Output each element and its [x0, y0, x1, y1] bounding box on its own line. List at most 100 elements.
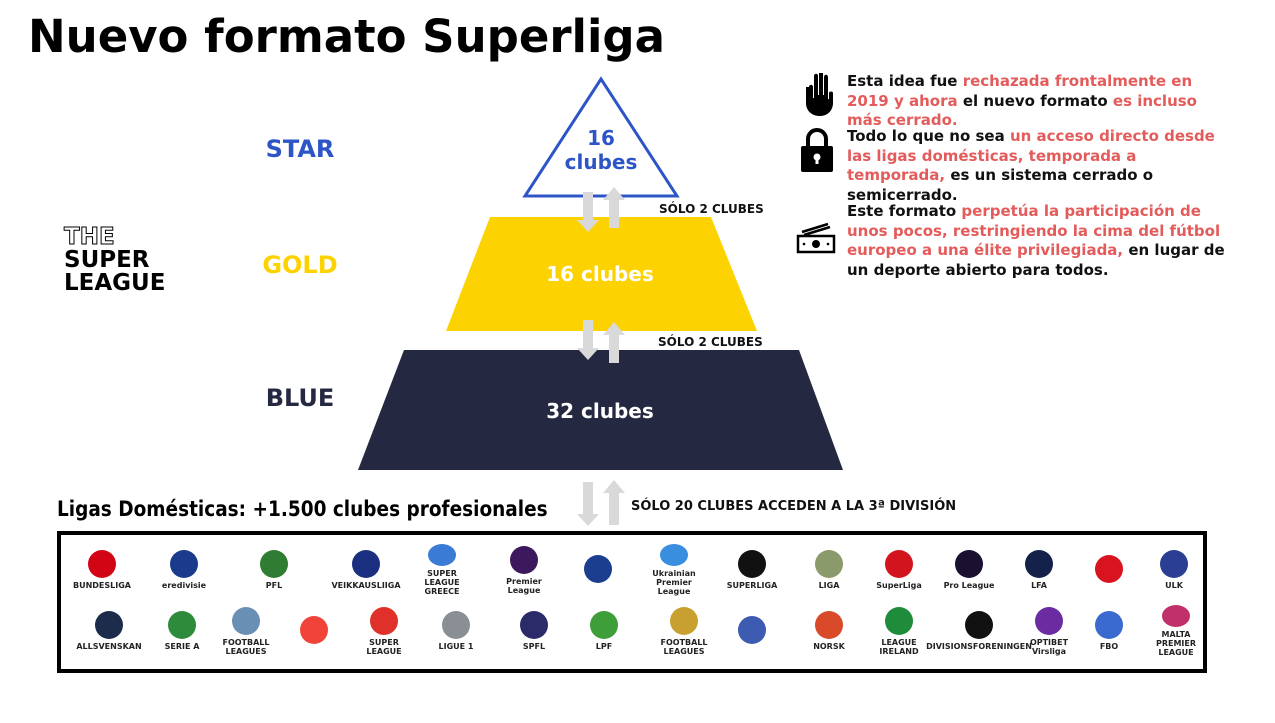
league-name: ALLSVENSKAN — [76, 642, 142, 651]
league-emblem-icon — [170, 550, 198, 578]
league-logo: SUPER LEAGUE GREECE — [409, 544, 475, 596]
league-logo: SPFL — [501, 605, 567, 657]
league-emblem-icon — [300, 615, 328, 644]
star-tier — [522, 76, 680, 198]
league-name: LFA — [1031, 581, 1047, 590]
league-name: ULK — [1165, 581, 1183, 590]
league-emblem-icon — [428, 544, 456, 566]
logo-text: LEAGUE — [64, 270, 166, 296]
league-emblem-icon — [1095, 554, 1123, 583]
league-logo: ALLSVENSKAN — [76, 605, 142, 657]
league-logo: LIGUE 1 — [423, 605, 489, 657]
text: es un sistema cerrado o semicerrado. — [847, 166, 1154, 204]
league-logo: Ukrainian Premier League — [641, 544, 707, 596]
league-name: eredivisie — [161, 581, 207, 590]
league-logo: Premier League — [491, 544, 557, 596]
league-logo: BUNDESLIGA — [69, 544, 135, 596]
text: Este formato — [847, 202, 962, 220]
league-name: SUPER LEAGUE — [366, 637, 402, 656]
league-emblem-icon — [590, 611, 618, 639]
tier-label-gold: GOLD — [262, 251, 338, 279]
gold-tier — [446, 217, 757, 331]
league-emblem-icon — [232, 606, 260, 635]
league-logo: VEIKKAUSLIIGA — [331, 544, 401, 596]
league-name: FOOTBALL LEAGUES — [660, 637, 708, 656]
league-logo: SuperLiga — [866, 544, 932, 596]
text: Esta idea fue — [847, 72, 963, 90]
league-name: Premier League — [506, 576, 542, 595]
text: Todo lo que no sea — [847, 127, 1010, 145]
tier-label-blue: BLUE — [265, 384, 335, 412]
highlight: es incluso más cerrado. — [847, 91, 1197, 130]
league-name: FOOTBALL LEAGUES — [222, 637, 270, 656]
league-logo: FOOTBALL LEAGUES — [651, 605, 717, 657]
super-league-logo: THE SUPER LEAGUE — [63, 224, 166, 296]
league-logo — [281, 605, 347, 657]
highlight: perpetúa la participación de unos pocos,… — [847, 202, 1221, 259]
tier-label-star: STAR — [265, 135, 335, 163]
league-name: VEIKKAUSLIIGA — [331, 581, 401, 590]
league-name: SPFL — [522, 642, 546, 651]
league-emblem-icon — [1162, 605, 1190, 627]
domestic-leagues-heading: Ligas Domésticas: +1.500 clubes profesio… — [57, 497, 548, 521]
highlight: rechazada frontalmente en 2019 y ahora — [847, 72, 1193, 110]
league-name: PFL — [265, 581, 283, 590]
logo-text: THE — [63, 224, 115, 250]
league-logo: DIVISIONSFORENINGEN — [926, 605, 1032, 657]
league-logo: Pro League — [936, 544, 1002, 596]
hand-stop-icon — [806, 73, 833, 116]
league-emblem-icon — [510, 545, 538, 574]
league-emblem-icon — [88, 550, 116, 578]
league-logo: ULK — [1141, 544, 1207, 596]
point-text-2: Todo lo que no sea un acceso directo des… — [847, 127, 1232, 205]
transfer-arrows — [577, 187, 625, 526]
league-logo — [565, 544, 631, 596]
league-emblem-icon — [1035, 606, 1063, 635]
league-name: LIGUE 1 — [438, 642, 474, 651]
text: en lugar de un deporte abierto para todo… — [847, 241, 1225, 279]
logo-text: SUPER — [64, 247, 150, 273]
money-icon — [796, 222, 836, 254]
league-emblem-icon — [352, 550, 380, 578]
transfer-label: SÓLO 20 CLUBES ACCEDEN A LA 3ª DIVISIÓN — [631, 499, 957, 514]
league-name: MALTA PREMIER LEAGUE — [1155, 630, 1197, 657]
gold-clubs: 16 clubes — [546, 262, 654, 286]
league-name: SUPERLIGA — [726, 581, 778, 590]
star-clubs-word: clubes — [564, 150, 638, 174]
league-name: LIGA — [818, 581, 840, 590]
league-logo: LPF — [571, 605, 637, 657]
league-logo: MALTA PREMIER LEAGUE — [1143, 605, 1209, 657]
league-emblem-icon — [95, 611, 123, 639]
league-logo — [1076, 544, 1142, 596]
point-text-1: Esta idea fue rechazada frontalmente en … — [847, 72, 1232, 131]
league-logo: LEAGUE IRELAND — [866, 605, 932, 657]
league-emblem-icon — [1160, 550, 1188, 578]
blue-clubs: 32 clubes — [546, 399, 654, 423]
league-logo: FOOTBALL LEAGUES — [213, 605, 279, 657]
league-emblem-icon — [738, 615, 766, 644]
league-name: LPF — [595, 642, 613, 651]
league-name: Ukrainian Premier League — [652, 569, 696, 596]
league-logos-box: BUNDESLIGA eredivisie PFL VEIKKAUSLIIGA SUPE… — [57, 531, 1207, 673]
text: el nuevo formato — [957, 91, 1113, 110]
league-emblem-icon — [885, 606, 913, 635]
league-name: SERIE A — [164, 642, 200, 651]
league-emblem-icon — [815, 611, 843, 639]
transfer-label: SÓLO 2 CLUBES — [659, 202, 764, 216]
league-name: SuperLiga — [876, 581, 922, 590]
league-name: OPTIBET Virsliga — [1029, 637, 1069, 656]
league-logo: PFL — [241, 544, 307, 596]
league-logo — [719, 605, 785, 657]
league-name: SUPER LEAGUE GREECE — [424, 569, 460, 596]
league-logo: SUPERLIGA — [719, 544, 785, 596]
league-name: LEAGUE IRELAND — [879, 637, 919, 656]
league-emblem-icon — [955, 550, 983, 578]
league-emblem-icon — [738, 550, 766, 578]
league-emblem-icon — [260, 550, 288, 578]
league-name: FBO — [1099, 642, 1119, 651]
league-logo: eredivisie — [151, 544, 217, 596]
point-text-3: Este formato perpetúa la participación d… — [847, 202, 1232, 280]
league-emblem-icon — [815, 550, 843, 578]
transfer-label: SÓLO 2 CLUBES — [658, 335, 763, 349]
league-emblem-icon — [1025, 550, 1053, 578]
